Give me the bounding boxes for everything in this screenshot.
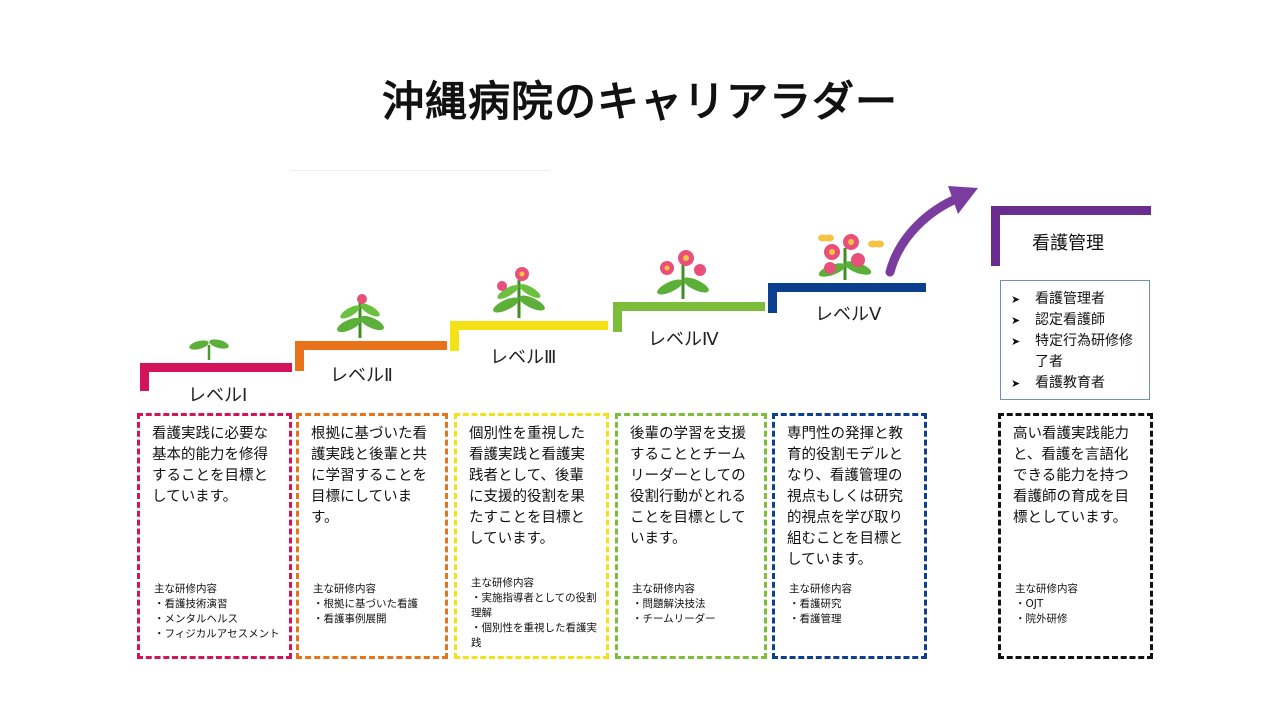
list-item: ➤看護管理者: [1011, 289, 1143, 310]
management-bracket: [991, 206, 1000, 266]
step-riser-level-5: [768, 283, 777, 313]
level-3-training: 主な研修内容 ・実施指導者としての役割理解 ・個別性を重視した看護実践: [471, 576, 606, 651]
level-1-label: レベルⅠ: [188, 385, 248, 406]
growth-arrow-icon: [885, 186, 978, 277]
management-roles-list: ➤看護管理者 ➤認定看護師 ➤特定行為研修修了者 ➤看護教育者: [1000, 280, 1150, 400]
training-header: 主な研修内容: [154, 583, 217, 595]
training-item: ・フィジカルアセスメント: [154, 628, 280, 640]
level-4-description: 後輩の学習を支援することとチームリーダーとしての役割行動がとれることを目標として…: [630, 426, 746, 547]
training-item: ・実施指導者としての役割理解: [471, 592, 597, 619]
training-header: 主な研修内容: [632, 583, 695, 595]
level-5-description: 専門性の発揮と教育的役割モデルとなり、看護管理の視点もしくは研究的視点を学び取り…: [787, 426, 903, 568]
list-item: ➤特定行為研修修了者: [1011, 331, 1143, 373]
sprout-icon: [189, 339, 229, 360]
level-3-description: 個別性を重視した看護実践と看護実践者として、後輩に支援的役割を果たすことを目標と…: [469, 426, 585, 547]
training-header: 主な研修内容: [1015, 583, 1078, 595]
step-tread-level-4: [613, 302, 765, 311]
flower-icon: [493, 267, 545, 318]
training-item: ・看護事例展開: [313, 613, 387, 625]
level-2-label: レベルⅡ: [330, 365, 393, 386]
step-riser-level-1: [140, 363, 149, 391]
level-4-box: 後輩の学習を支援することとチームリーダーとしての役割行動がとれることを目標として…: [615, 413, 767, 659]
arrow-bullet-icon: ➤: [1011, 377, 1021, 390]
level-2-training: 主な研修内容 ・根拠に基づいた看護 ・看護事例展開: [313, 582, 418, 627]
training-item: ・メンタルヘルス: [154, 613, 238, 625]
arrow-bullet-icon: ➤: [1011, 314, 1021, 327]
management-title: 看護管理: [1032, 233, 1104, 254]
step-tread-level-1: [140, 363, 292, 372]
training-header: 主な研修内容: [789, 583, 852, 595]
level-5-box: 専門性の発揮と教育的役割モデルとなり、看護管理の視点もしくは研究的視点を学び取り…: [772, 413, 927, 659]
training-header: 主な研修内容: [313, 583, 376, 595]
training-item: ・看護技術演習: [154, 598, 228, 610]
management-training: 主な研修内容 ・OJT ・院外研修: [1015, 582, 1078, 627]
training-item: ・看護管理: [789, 613, 842, 625]
training-item: ・個別性を重視した看護実践: [471, 622, 597, 649]
level-3-box: 個別性を重視した看護実践と看護実践者として、後輩に支援的役割を果たすことを目標と…: [454, 413, 609, 659]
page-title: 沖縄病院のキャリアラダー: [381, 77, 898, 126]
training-item: ・院外研修: [1015, 613, 1068, 625]
level-1-description: 看護実践に必要な基本的能力を修得することを目標としています。: [152, 426, 268, 505]
divider: [290, 170, 550, 171]
training-item: ・根拠に基づいた看護: [313, 598, 418, 610]
step-riser-level-2: [295, 341, 304, 371]
level-3-label: レベルⅢ: [490, 347, 557, 368]
level-1-training: 主な研修内容 ・看護技術演習 ・メンタルヘルス ・フィジカルアセスメント: [154, 582, 280, 642]
level-5-training: 主な研修内容 ・看護研究 ・看護管理: [789, 582, 852, 627]
arrow-bullet-icon: ➤: [1011, 335, 1021, 348]
training-header: 主な研修内容: [471, 577, 534, 589]
step-riser-level-4: [613, 302, 622, 332]
step-tread-level-3: [450, 321, 608, 330]
training-item: ・チームリーダー: [632, 613, 716, 625]
arrow-bullet-icon: ➤: [1011, 293, 1021, 306]
level-2-box: 根拠に基づいた看護実践と後輩と共に学習することを目標にしています。 主な研修内容…: [296, 413, 448, 659]
level-1-box: 看護実践に必要な基本的能力を修得することを目標としています。 主な研修内容 ・看…: [137, 413, 292, 659]
list-item: ➤認定看護師: [1011, 310, 1143, 331]
training-item: ・OJT: [1015, 598, 1044, 610]
step-riser-level-3: [450, 321, 459, 351]
flowers-icon: [657, 250, 709, 299]
step-tread-level-5: [768, 283, 926, 292]
list-item: ➤看護教育者: [1011, 373, 1143, 394]
step-tread-level-2: [295, 341, 447, 350]
management-box: 高い看護実践能力と、看護を言語化できる能力を持つ看護師の育成を目標としています。…: [998, 413, 1153, 659]
level-2-description: 根拠に基づいた看護実践と後輩と共に学習することを目標にしています。: [311, 426, 427, 526]
management-description: 高い看護実践能力と、看護を言語化できる能力を持つ看護師の育成を目標としています。: [1013, 426, 1129, 526]
management-bracket-top: [991, 206, 1151, 215]
level-5-label: レベルⅤ: [815, 304, 882, 325]
plant-bud-icon: [337, 294, 384, 338]
training-item: ・看護研究: [789, 598, 842, 610]
bloom-butterfly-icon: [818, 234, 884, 280]
training-item: ・問題解決技法: [632, 598, 706, 610]
level-4-training: 主な研修内容 ・問題解決技法 ・チームリーダー: [632, 582, 716, 627]
level-4-label: レベルⅣ: [648, 329, 719, 350]
